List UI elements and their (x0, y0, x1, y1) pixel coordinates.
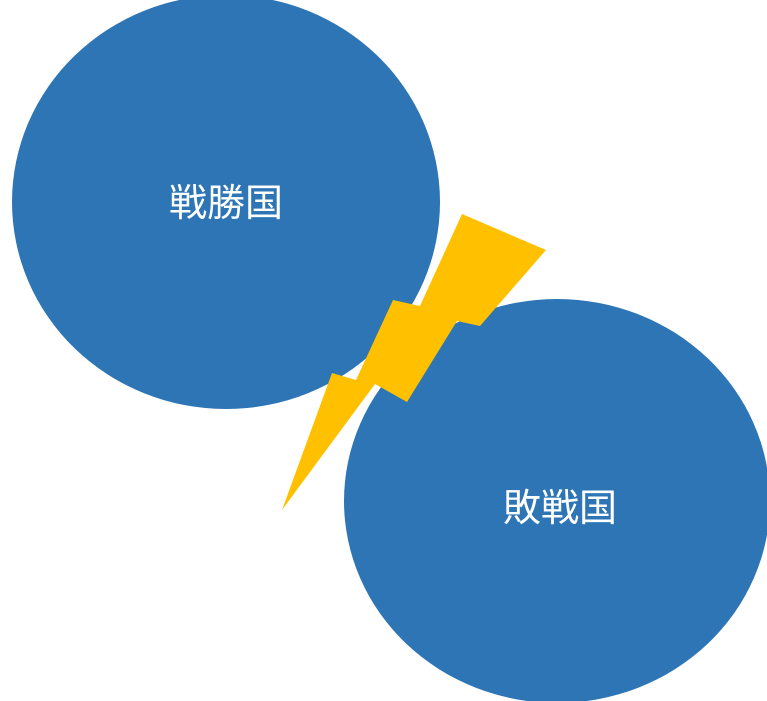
defeated-label: 敗戦国 (503, 486, 617, 530)
defeated-circle (344, 299, 767, 701)
lightning-bolt-icon (282, 214, 546, 510)
victor-label: 戦勝国 (169, 181, 283, 225)
victor-circle (12, 0, 440, 409)
